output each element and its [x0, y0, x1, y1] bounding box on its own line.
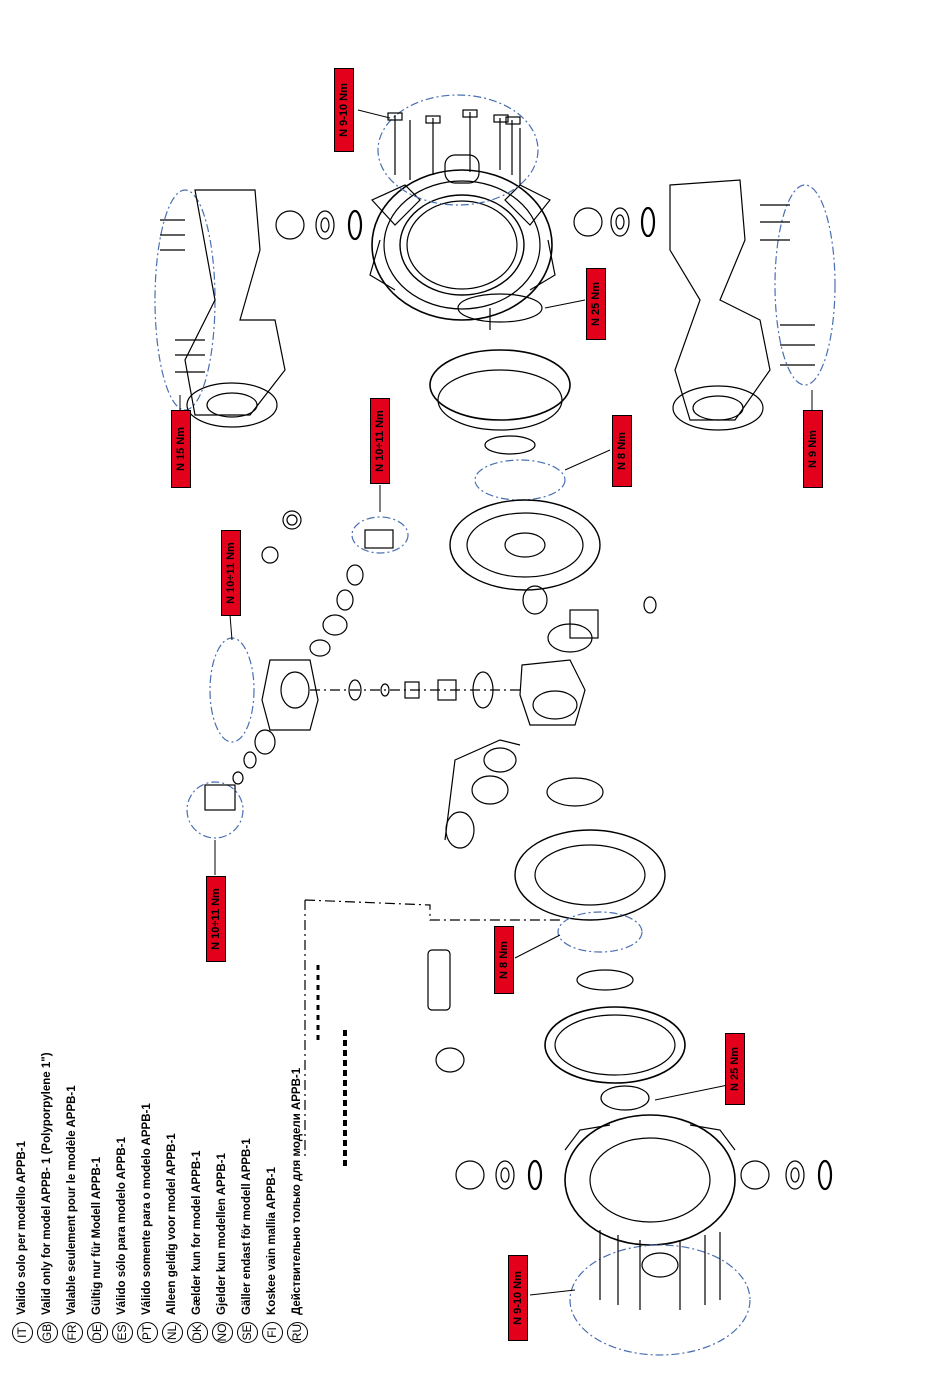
- torque-label-text: N 25 Nm: [590, 281, 602, 327]
- torque-label-text: N 9-10 Nm: [512, 1271, 524, 1325]
- torque-label-bottom: N 9-10 Nm: [508, 1255, 528, 1341]
- torque-leaders: [179, 109, 813, 1296]
- legend-row-es: ES Válido sólo para modelo APPB-1: [112, 1137, 135, 1343]
- legend-row-fi: FI Koskee vain mallia APPB-1: [262, 1167, 285, 1343]
- legend-text: Koskee vain mallia APPB-1: [266, 1167, 278, 1315]
- legend-text: Válido somente para o modelo APPB-1: [141, 1103, 153, 1315]
- shaft-and-leaders: [304, 899, 560, 1170]
- language-code-badge: SE: [237, 1322, 258, 1343]
- lower-centre-stack: [444, 739, 686, 1111]
- torque-label-left-upper: N 15 Nm: [171, 410, 191, 488]
- legend-row-nl: NL Alleen geldig voor model APPB-1: [162, 1133, 185, 1343]
- torque-label-text: N 9 Nm: [807, 430, 819, 468]
- legend-text: Valido solo per modello APPB-1: [16, 1140, 28, 1315]
- legend-text: Gäller endast för modell APPB-1: [241, 1138, 253, 1315]
- language-code-badge: PT: [137, 1322, 158, 1343]
- right-upper-manifold: [669, 179, 836, 431]
- legend-row-ru: RU Действительно только для модели APPB-1: [287, 1068, 310, 1343]
- legend-row-gb: GB Valid only for model APPB- 1 (Polyporp…: [37, 1052, 60, 1343]
- torque-label-right-25: N 25 Nm: [586, 268, 606, 340]
- language-code-badge: DK: [187, 1322, 208, 1343]
- language-code-badge: RU: [287, 1322, 308, 1343]
- torque-label-right-9: N 9 Nm: [803, 410, 823, 488]
- centre-valve-block: [209, 596, 657, 743]
- legend-text: Valid only for model APPB- 1 (Polyporpyl…: [41, 1052, 53, 1315]
- language-code-badge: NL: [162, 1322, 183, 1343]
- torque-label-text: N 9-10 Nm: [338, 83, 350, 137]
- upper-manifold-balls-seals: [275, 206, 656, 241]
- torque-label-center-25: N 25 Nm: [725, 1033, 745, 1105]
- torque-label-text: N 10÷11 Nm: [374, 410, 386, 472]
- torque-label-text: N 8 Nm: [616, 432, 628, 470]
- torque-label-text: N 10÷11 Nm: [210, 888, 222, 950]
- upper-diaphragm-stack: [429, 293, 601, 615]
- legend-row-no: NO Gjelder kun modellen APPB-1: [212, 1153, 235, 1343]
- language-code-badge: ES: [112, 1322, 133, 1343]
- legend-row-it: IT Valido solo per modello APPB-1: [12, 1141, 35, 1343]
- upper-casing-bolt-group: [377, 94, 539, 206]
- torque-label-text: N 10÷11 Nm: [225, 542, 237, 604]
- left-upper-manifold: [154, 189, 286, 428]
- torque-label-text: N 15 Nm: [175, 426, 187, 472]
- torque-label-top-center: N 9-10 Nm: [334, 68, 354, 152]
- language-code-badge: GB: [37, 1322, 58, 1343]
- legend-text: Gælder kun for model APPB-1: [191, 1150, 203, 1315]
- legend-row-dk: DK Gælder kun for model APPB-1: [187, 1151, 210, 1343]
- torque-label-center-8: N 8 Nm: [494, 926, 514, 994]
- legend-text: Alleen geldig voor model APPB-1: [166, 1133, 178, 1315]
- legend-row-pt: PT Válido somente para o modelo APPB-1: [137, 1103, 160, 1343]
- torque-label-text: N 25 Nm: [729, 1046, 741, 1092]
- torque-label-right-8: N 8 Nm: [612, 415, 632, 487]
- centre-left-stack: [186, 729, 276, 839]
- legend-text: Gjelder kun modellen APPB-1: [216, 1153, 228, 1315]
- language-code-badge: IT: [12, 1322, 33, 1343]
- language-code-badge: NO: [212, 1322, 233, 1343]
- torque-label-center-b: N 10÷11 Nm: [370, 398, 390, 484]
- legend-text: Gültig nur für Modell APPB-1: [91, 1156, 103, 1315]
- legend-text: Valable seulement pour le modèle APPB-1: [66, 1085, 78, 1315]
- lower-outer-casing: [455, 1114, 833, 1356]
- bolt-row: [387, 109, 521, 185]
- language-code-badge: FI: [262, 1322, 283, 1343]
- legend-text: Válido sólo para modelo APPB-1: [116, 1137, 128, 1315]
- legend-text: Действительно только для модели APPB-1: [291, 1067, 303, 1315]
- language-code-badge: FR: [62, 1322, 83, 1343]
- legend-row-se: SE Gäller endast för modell APPB-1: [237, 1138, 260, 1343]
- legend-row-de: DE Gültig nur für Modell APPB-1: [87, 1157, 110, 1343]
- language-code-badge: DE: [87, 1322, 108, 1343]
- torque-label-left-mid: N 10÷11 Nm: [206, 876, 226, 962]
- centre-upper-stack: [261, 510, 409, 657]
- upper-outer-casing: [369, 154, 556, 321]
- legend-row-fr: FR Valable seulement pour le modèle APPB-…: [62, 1085, 85, 1343]
- torque-label-center-a: N 10÷11 Nm: [221, 530, 241, 616]
- torque-label-text: N 8 Nm: [498, 941, 510, 979]
